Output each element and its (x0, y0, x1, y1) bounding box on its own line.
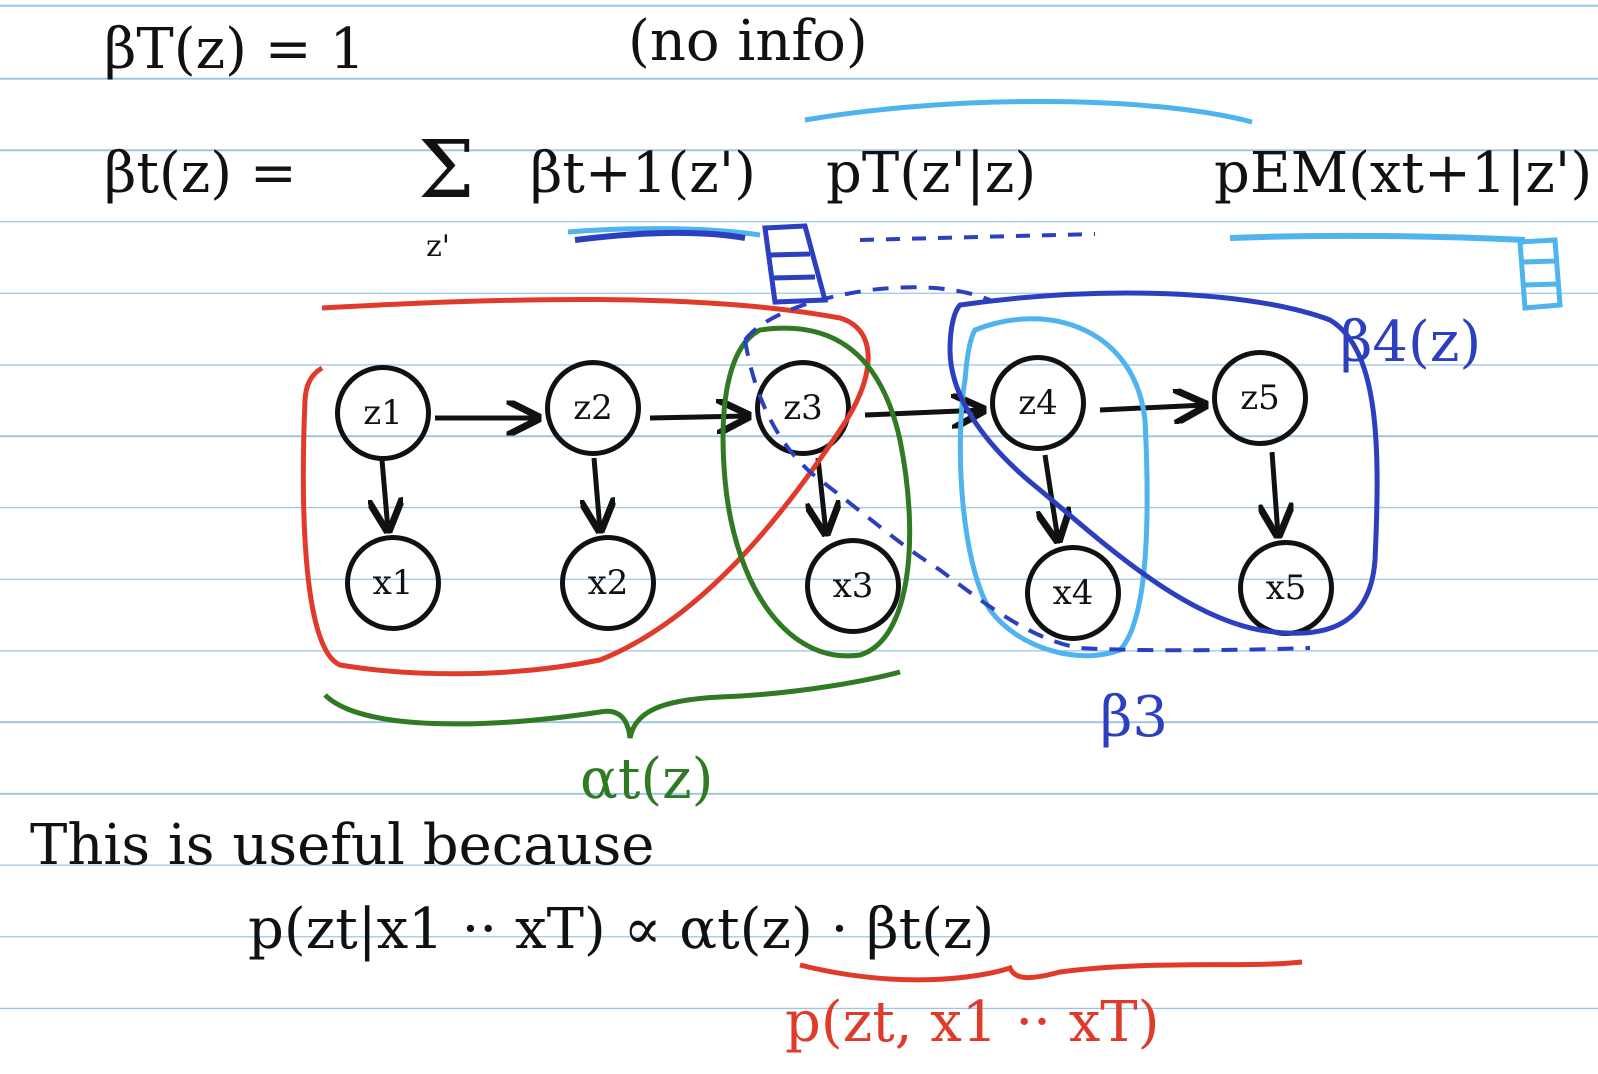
recursion-lhs: βt(z) = (104, 141, 297, 206)
joint-probability-label: p(zt, x1 ·· xT) (785, 990, 1160, 1055)
node-x2: x2 (560, 535, 656, 631)
posterior-formula: p(zt|x1 ·· xT) ∝ αt(z) · βt(z) (248, 897, 995, 962)
edge-z5-x5 (1272, 451, 1278, 535)
beta3-region-light-blue (957, 316, 1150, 659)
dark-blue-box-glyph (762, 223, 829, 305)
node-z4: z4 (990, 355, 1086, 451)
product-underline-red (799, 959, 1303, 983)
beta3-label: β3 (1100, 685, 1169, 750)
beta4-region-dark-blue (947, 290, 1380, 636)
edge-z4-z5 (1099, 405, 1205, 410)
explanation-sentence: This is useful because (30, 813, 655, 878)
alpha-label: αt(z) (580, 747, 714, 812)
node-x3: x3 (805, 538, 901, 634)
transition-dashed-underline (859, 232, 1096, 242)
emission-term: pEM(xt+1|z') (1214, 141, 1593, 206)
node-z3: z3 (755, 360, 851, 456)
node-x4: x4 (1025, 545, 1121, 641)
beta-underline-light (567, 226, 761, 238)
emission-underline (1229, 232, 1526, 243)
node-x1: x1 (345, 535, 441, 631)
sum-index: z' (426, 229, 451, 264)
edge-z2-z3 (649, 416, 748, 418)
transition-term: pT(z'|z) (826, 141, 1037, 206)
light-blue-box-glyph (1517, 237, 1563, 311)
current-step-region-green (720, 325, 913, 659)
edge-z2-x2 (594, 457, 600, 530)
edge-z1-x1 (382, 459, 388, 530)
beta4-label: β4(z) (1340, 310, 1482, 375)
sum-symbol: Σ (418, 123, 475, 216)
node-z1: z1 (335, 365, 431, 461)
base-case-note: (no info) (628, 9, 868, 74)
node-z2: z2 (545, 360, 641, 456)
alpha-brace-green (323, 669, 901, 739)
node-z5: z5 (1212, 350, 1308, 446)
edge-z3-x3 (818, 457, 826, 533)
alpha-region-red (300, 296, 871, 677)
beta-underline-dark (574, 229, 746, 243)
beta3-region-dashed (743, 285, 1311, 653)
emission-overline (804, 99, 1253, 125)
beta-next-term: βt+1(z') (530, 141, 757, 206)
base-case-equation: βT(z) = 1 (104, 17, 366, 82)
